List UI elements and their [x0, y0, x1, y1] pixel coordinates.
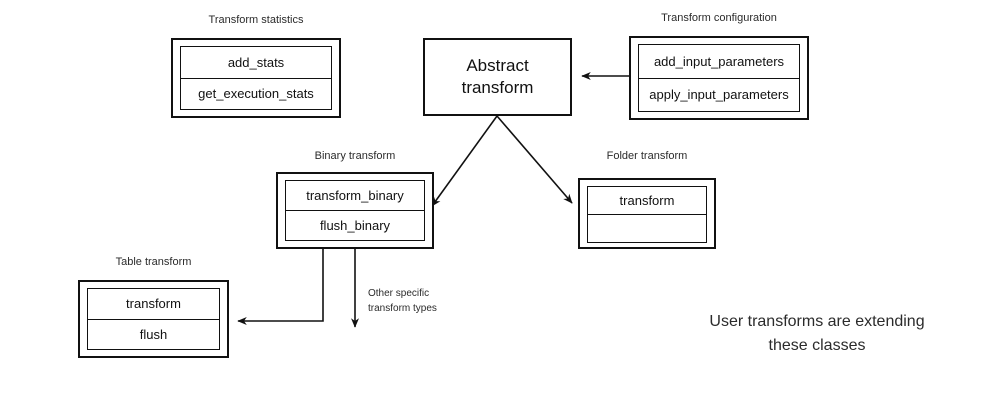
member-row[interactable]: flush: [88, 318, 219, 350]
outer-frame-transform-statistics: add_stats get_execution_stats: [171, 38, 341, 118]
edge-abstract-to-folder: [496, 115, 573, 204]
note-user-transforms: User transforms are extending these clas…: [709, 313, 925, 354]
member-row[interactable]: transform: [619, 193, 675, 208]
node-binary-transform[interactable]: Binary transform transform_binary flush_…: [276, 150, 434, 250]
node-table-transform[interactable]: Table transform transform flush: [78, 256, 229, 358]
member-list-folder-transform: transform: [587, 186, 707, 243]
member-list-transform-statistics: add_stats get_execution_stats: [180, 46, 332, 110]
node-transform-configuration[interactable]: Transform configuration add_input_parame…: [629, 12, 809, 120]
edge-binary-to-table: [237, 249, 324, 325]
node-title-transform-configuration: Transform configuration: [661, 12, 777, 24]
member-row[interactable]: add_stats: [227, 54, 285, 70]
member-row[interactable]: add_input_parameters: [653, 53, 785, 69]
outer-frame-folder-transform: transform: [578, 178, 716, 249]
node-transform-statistics[interactable]: Transform statistics add_stats get_execu…: [171, 14, 341, 120]
node-title-table-transform: Table transform: [115, 256, 192, 268]
member-row[interactable]: transform: [126, 296, 181, 312]
member-list-binary-transform: transform_binary flush_binary: [285, 180, 425, 241]
outer-frame-transform-configuration: add_input_parameters apply_input_paramet…: [629, 36, 809, 120]
member-list-transform-configuration: add_input_parameters apply_input_paramet…: [638, 44, 800, 112]
member-row[interactable]: get_execution_stats: [181, 77, 331, 110]
member-row[interactable]: apply_input_parameters: [639, 77, 799, 112]
edge-abstract-to-binary: [431, 115, 498, 207]
node-abstract-transform[interactable]: Abstract transform: [423, 38, 572, 116]
member-list-table-transform: transform flush: [87, 288, 220, 350]
member-row-empty[interactable]: [588, 214, 706, 242]
node-title-folder-transform: Folder transform: [606, 150, 688, 162]
member-row[interactable]: transform_binary: [306, 188, 404, 203]
node-title-transform-statistics: Transform statistics: [208, 14, 304, 26]
member-row[interactable]: flush_binary: [286, 210, 424, 240]
outer-frame-binary-transform: transform_binary flush_binary: [276, 172, 434, 249]
outer-frame-table-transform: transform flush: [78, 280, 229, 358]
node-folder-transform[interactable]: Folder transform transform: [578, 150, 716, 250]
node-title-binary-transform: Binary transform: [314, 150, 396, 162]
edge-label-other-specific-transform-types: Other specific transform types: [368, 288, 437, 314]
